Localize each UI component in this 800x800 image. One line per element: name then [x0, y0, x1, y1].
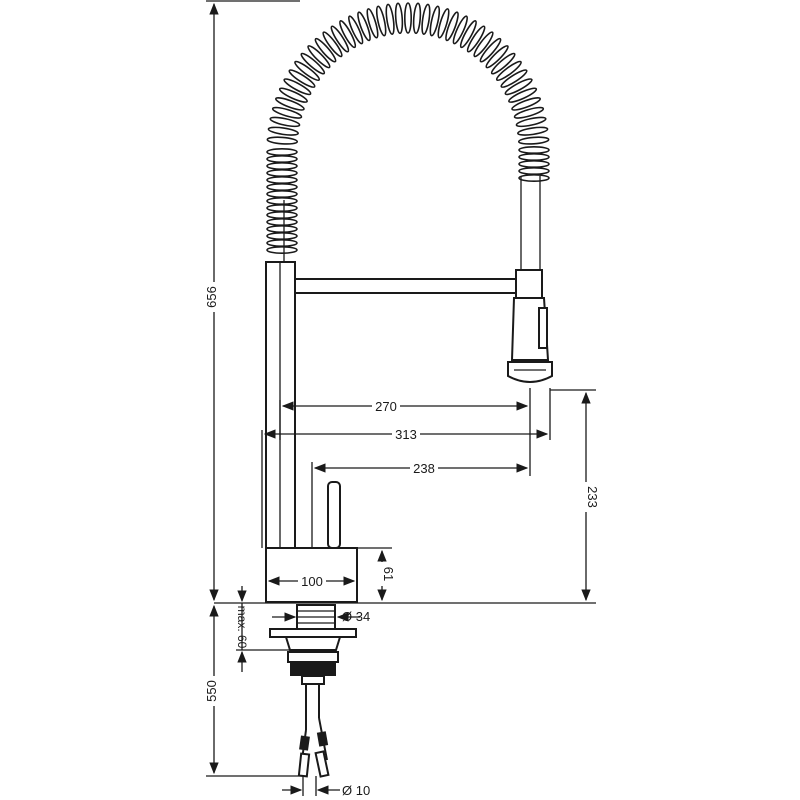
spring-coil	[266, 136, 299, 145]
spring-coil	[518, 174, 550, 183]
spring-coil	[266, 217, 298, 226]
spring-coil	[459, 20, 477, 49]
spring-coil	[518, 153, 550, 162]
spring-coil	[288, 69, 316, 88]
spring-coil	[266, 161, 298, 170]
spray-head-joint	[515, 269, 543, 299]
spring-coil	[322, 31, 343, 58]
horizontal-arm	[294, 278, 518, 294]
spring-coil	[269, 116, 301, 128]
spring-coil	[283, 78, 312, 96]
spring-coil	[275, 97, 305, 111]
fixing-nut	[290, 662, 336, 676]
label-reach-238: 238	[413, 461, 435, 476]
spring-coil	[294, 60, 321, 82]
spring-coil	[266, 154, 298, 163]
spring-coil	[266, 238, 298, 247]
spring-coil	[266, 203, 298, 212]
label-under-counter: 550	[204, 680, 219, 702]
mixing-lever	[327, 481, 341, 549]
label-base-height: 61	[381, 567, 396, 581]
spring-coil	[437, 8, 450, 39]
spring-coil	[339, 20, 357, 49]
spring-coil	[307, 45, 331, 69]
spring-coil	[479, 37, 502, 63]
coil-spring	[266, 2, 550, 254]
spring-coil	[330, 25, 350, 53]
spring-coil	[266, 168, 298, 177]
spring-coil	[348, 15, 364, 45]
fixing-nut-top	[287, 651, 339, 663]
spring-coil	[518, 146, 550, 155]
spring-coil	[504, 78, 533, 96]
spring-coil	[429, 5, 441, 37]
spring-coil	[267, 126, 299, 136]
label-total-height: 656	[204, 286, 219, 308]
spring-coil	[357, 11, 371, 42]
spring-coil	[421, 3, 431, 35]
label-reach-270: 270	[375, 399, 397, 414]
spring-coil	[495, 60, 522, 82]
spring-coil	[300, 52, 326, 75]
spring-coil	[266, 189, 298, 198]
shank-thread	[297, 610, 335, 624]
spring-coil	[490, 52, 516, 75]
spring-coil	[266, 175, 298, 184]
spring-coil	[518, 160, 550, 169]
supply-hoses	[297, 684, 330, 778]
spray-head-nozzle	[507, 361, 553, 383]
spring-coil	[278, 87, 308, 103]
label-base-width: 100	[301, 574, 323, 589]
spring-coil	[271, 106, 303, 119]
spring-coil	[266, 231, 298, 240]
spring-coil	[517, 136, 550, 145]
faucet-base	[265, 547, 358, 603]
spring-coil	[445, 11, 459, 42]
spring-coil	[452, 15, 468, 45]
spray-head	[507, 269, 553, 383]
label-spout-height: 233	[585, 486, 600, 508]
spring-coil	[375, 5, 387, 37]
spring-coil	[404, 2, 413, 34]
spring-coil	[394, 2, 404, 35]
spring-coil	[517, 126, 549, 136]
spring-coil	[385, 3, 395, 35]
spring-coil	[513, 106, 545, 119]
label-reach-313: 313	[395, 427, 417, 442]
label-counter-thickness: max. 60	[235, 606, 249, 649]
spring-coil	[366, 8, 379, 39]
shank-neck	[301, 675, 325, 685]
label-hose-diameter: Ø 10	[342, 783, 370, 798]
spring-coil	[266, 182, 298, 191]
spring-coil	[266, 196, 298, 205]
spring-coil	[314, 37, 337, 63]
spring-coil	[518, 167, 550, 176]
spring-coil	[515, 116, 547, 128]
reference-lines	[206, 0, 596, 777]
spring-coil	[412, 2, 422, 35]
spring-coil	[511, 97, 541, 111]
spring-coil	[485, 45, 509, 69]
spring-coil	[266, 147, 298, 156]
mounting-wedge	[284, 636, 342, 651]
spring-coil	[508, 87, 538, 103]
spring-coil	[466, 25, 486, 53]
spring-coil	[266, 245, 298, 254]
spring-coil	[473, 31, 494, 58]
dimension-labels: 270 313 238 100 Ø 34 Ø 10 656 550 233 61…	[204, 282, 600, 798]
label-shank-diameter: Ø 34	[342, 609, 370, 624]
spring-coil	[266, 224, 298, 233]
spring-coil	[500, 69, 528, 88]
spray-head-button	[538, 307, 548, 349]
mounting-plate	[269, 628, 357, 638]
spring-coil	[266, 210, 298, 219]
faucet-outline	[265, 2, 553, 778]
